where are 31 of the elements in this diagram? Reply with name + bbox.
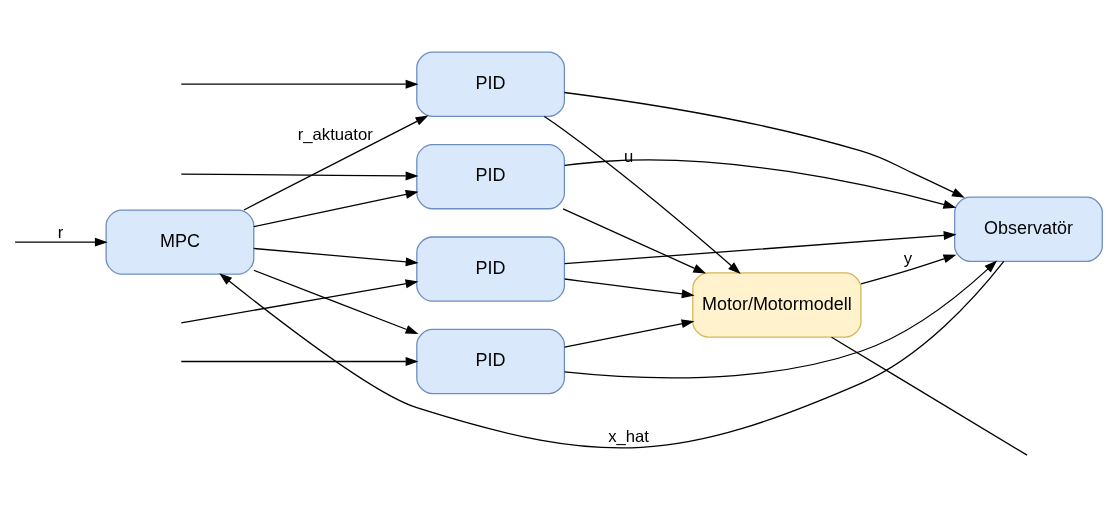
arrow [180,279,419,324]
node-box: Observatör [954,196,1103,262]
edge-label: y [903,249,912,269]
arrow [563,91,965,198]
arrow [543,115,741,274]
arrow [14,237,108,247]
arrow [180,171,419,181]
arrow [860,254,957,285]
node-box: MPC [105,209,255,275]
arrow [562,208,707,274]
arrow [563,260,998,379]
edge-label: x_hat [608,426,649,446]
node-box: PID [416,143,566,210]
edge-label: r_aktuator [297,124,373,144]
arrow [564,231,957,265]
arrow [243,115,429,211]
arrow [253,189,419,228]
arrow [219,260,1005,449]
arrow [180,357,419,366]
arrow [564,159,957,209]
arrow [180,79,419,89]
edge-label: r [57,222,64,242]
arrow [253,247,419,267]
arrow [563,319,695,348]
node-box: PID [416,328,566,395]
node-box: Motor/Motormodell [692,272,862,338]
arrow [564,278,695,299]
connector [830,336,1028,456]
node-box: PID [416,51,566,117]
node-box: PID [416,236,566,302]
arrow [253,269,419,335]
